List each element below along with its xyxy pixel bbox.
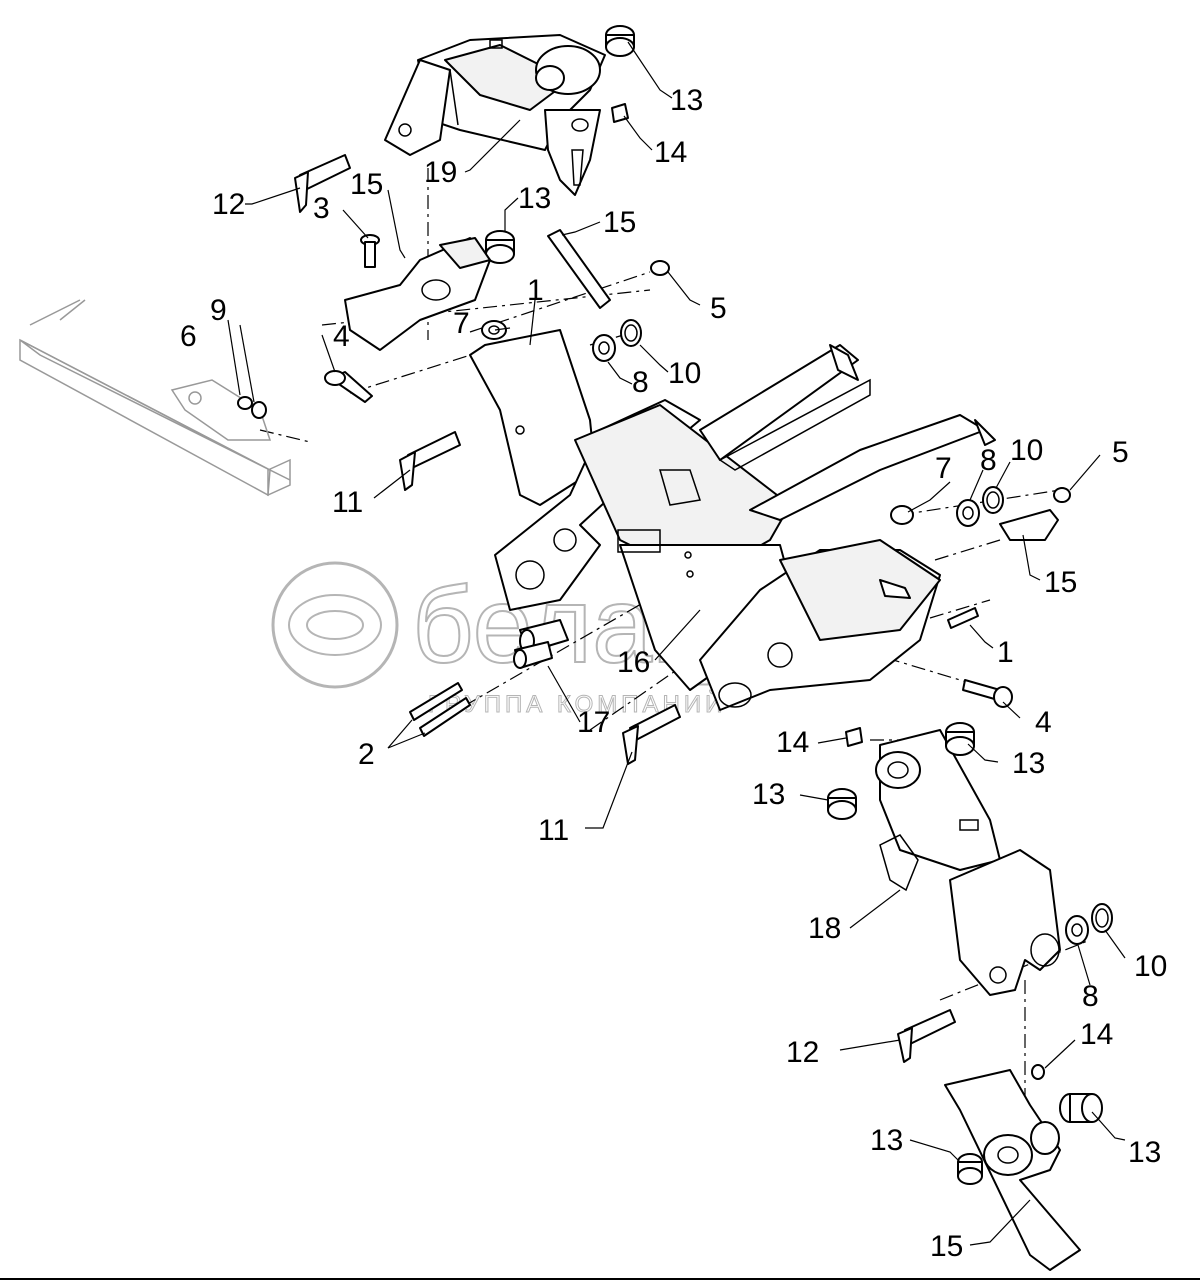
part-19-upper-bracket: [384, 34, 606, 196]
callout-15: 15: [603, 206, 636, 239]
callout-16: 16: [617, 646, 650, 679]
callout-8: 8: [980, 444, 997, 477]
part-8-washer-lower: [1065, 915, 1089, 945]
callout-3: 3: [313, 192, 330, 225]
part-1-bolt-right: [947, 607, 979, 629]
part-2-bolts: [409, 682, 471, 737]
part-10-ring-lower: [1091, 903, 1113, 933]
callout-1: 1: [997, 636, 1014, 669]
callout-11: 11: [332, 486, 363, 519]
part-15-right-plate: [999, 509, 1059, 541]
callout-11: 11: [538, 814, 569, 847]
callout-7: 7: [453, 307, 470, 340]
callout-10: 10: [1134, 950, 1167, 983]
part-12-pin-lower: [897, 1009, 956, 1063]
part-5-nut-right: [1053, 487, 1071, 503]
callout-8: 8: [632, 366, 649, 399]
part-4-bolt-right: [962, 679, 1013, 708]
callout-5: 5: [1112, 436, 1129, 469]
callout-13: 13: [1128, 1136, 1161, 1169]
part-17-pins: [513, 619, 569, 669]
callout-15: 15: [930, 1230, 963, 1263]
callout-12: 12: [786, 1036, 819, 1069]
part-13-bushing-lower-left: [957, 1153, 983, 1185]
part-13-bushing-left-mid: [827, 788, 857, 820]
callout-13: 13: [670, 84, 703, 117]
part-14-nipple-mid: [845, 727, 863, 747]
callout-4: 4: [1035, 706, 1052, 739]
callout-19: 19: [424, 156, 457, 189]
callout-13: 13: [518, 182, 551, 215]
part-3-bolt: [360, 234, 380, 268]
part-10-ring-upper: [620, 319, 642, 347]
part-11-pin-upper: [399, 431, 461, 491]
ghost-frame: [19, 299, 291, 497]
callout-2: 2: [358, 738, 375, 771]
callout-14: 14: [1080, 1018, 1113, 1051]
part-6-nut: [237, 396, 253, 410]
part-9-washer: [251, 401, 267, 419]
callout-14: 14: [776, 726, 809, 759]
part-7-nut-right: [890, 505, 914, 525]
part-8-washer-right: [956, 499, 980, 527]
callout-1: 1: [527, 274, 544, 307]
callout-13: 13: [1012, 747, 1045, 780]
callout-12: 12: [212, 188, 245, 221]
part-11-pin-lower: [622, 704, 681, 765]
callout-10: 10: [668, 357, 701, 390]
callout-7: 7: [935, 452, 952, 485]
callout-8: 8: [1082, 980, 1099, 1013]
part-13-mid-bushing: [485, 230, 515, 264]
part-13-bushing-right-mid: [945, 722, 975, 756]
callout-13: 13: [752, 778, 785, 811]
callout-14: 14: [654, 136, 687, 169]
part-7-nut-upper: [481, 320, 507, 340]
watermark-logo: [271, 561, 399, 689]
part-15-lower-link: [944, 1069, 1081, 1271]
part-4-bolt-upper: [324, 370, 373, 403]
part-14-nipple-lower: [1031, 1064, 1045, 1080]
callout-15: 15: [350, 168, 383, 201]
part-5-nut-upper: [650, 260, 670, 276]
callout-17: 17: [577, 706, 610, 739]
part-10-ring-right: [982, 486, 1004, 514]
callout-6: 6: [180, 320, 197, 353]
callout-5: 5: [710, 292, 727, 325]
callout-18: 18: [808, 912, 841, 945]
part-15-upper-link: [547, 229, 611, 309]
callout-15: 15: [1044, 566, 1077, 599]
part-8-washer-upper: [592, 334, 616, 362]
part-12-top-pin: [294, 154, 351, 213]
part-4-middle-bracket: [344, 237, 491, 351]
callout-10: 10: [1010, 434, 1043, 467]
part-13-bushing-lower-right: [1059, 1093, 1103, 1123]
part-14-top-nipple: [611, 103, 629, 123]
callout-9: 9: [210, 294, 227, 327]
callout-13: 13: [870, 1124, 903, 1157]
part-16-main-frame: [469, 329, 996, 711]
part-13-top-bushing: [605, 25, 635, 57]
callout-4: 4: [333, 320, 350, 353]
leader-lines: [227, 41, 1126, 1246]
part-18-lower-bracket: [875, 729, 1061, 996]
callouts: 13 14 19 12 15 3 13 15 1 5 9 6 4 7 8 10 …: [180, 84, 1167, 1263]
